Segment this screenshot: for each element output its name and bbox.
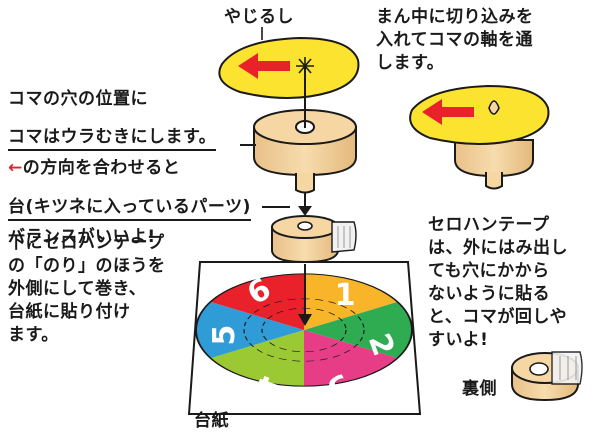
arrow-icon xyxy=(422,99,474,125)
wheel-number: 5 xyxy=(207,325,242,346)
red-arrow-glyph: ← xyxy=(8,158,23,178)
balance-instruction: コマの穴の位置に ←の方向を合わせると バランスがいいよ! xyxy=(8,42,180,272)
arrow-icon xyxy=(238,53,290,79)
base-sheet: 1 2 3 4 5 6 xyxy=(187,261,422,415)
balance-line-2: ←の方向を合わせると xyxy=(8,157,180,180)
balance-line-3: バランスがいいよ! xyxy=(8,227,156,247)
stand-label: 台(キツネに入っているパーツ) xyxy=(8,196,251,221)
balance-line-2-text: の方向を合わせると xyxy=(22,158,181,178)
tape-instruction: 下にセロハンテープ の「のり」のほうを 外側にして巻き、 台紙に貼り付け ます。 xyxy=(8,233,166,345)
balance-line-1: コマの穴の位置に xyxy=(8,89,148,109)
top-with-arrow-disc xyxy=(218,36,360,194)
arrow-mark-label: やじるし xyxy=(224,7,294,27)
back-side-label: 裏側 xyxy=(462,379,497,399)
wheel-number: 1 xyxy=(335,278,356,313)
cellotape-instruction: セロハンテープ は、外にはみ出し ても穴にかから ないように貼る と、コマが回し… xyxy=(428,215,568,350)
stand-part xyxy=(262,193,357,264)
slit-instruction: まん中に切り込みを 入れてコマの軸を通 します。 xyxy=(376,7,534,73)
top-back-view xyxy=(511,351,583,402)
base-sheet-label: 台紙 xyxy=(194,411,229,431)
upside-down-note: コマはウラむきにします。 xyxy=(8,126,217,151)
asterisk-mark xyxy=(296,57,314,75)
top-with-slit-disc xyxy=(409,84,550,190)
